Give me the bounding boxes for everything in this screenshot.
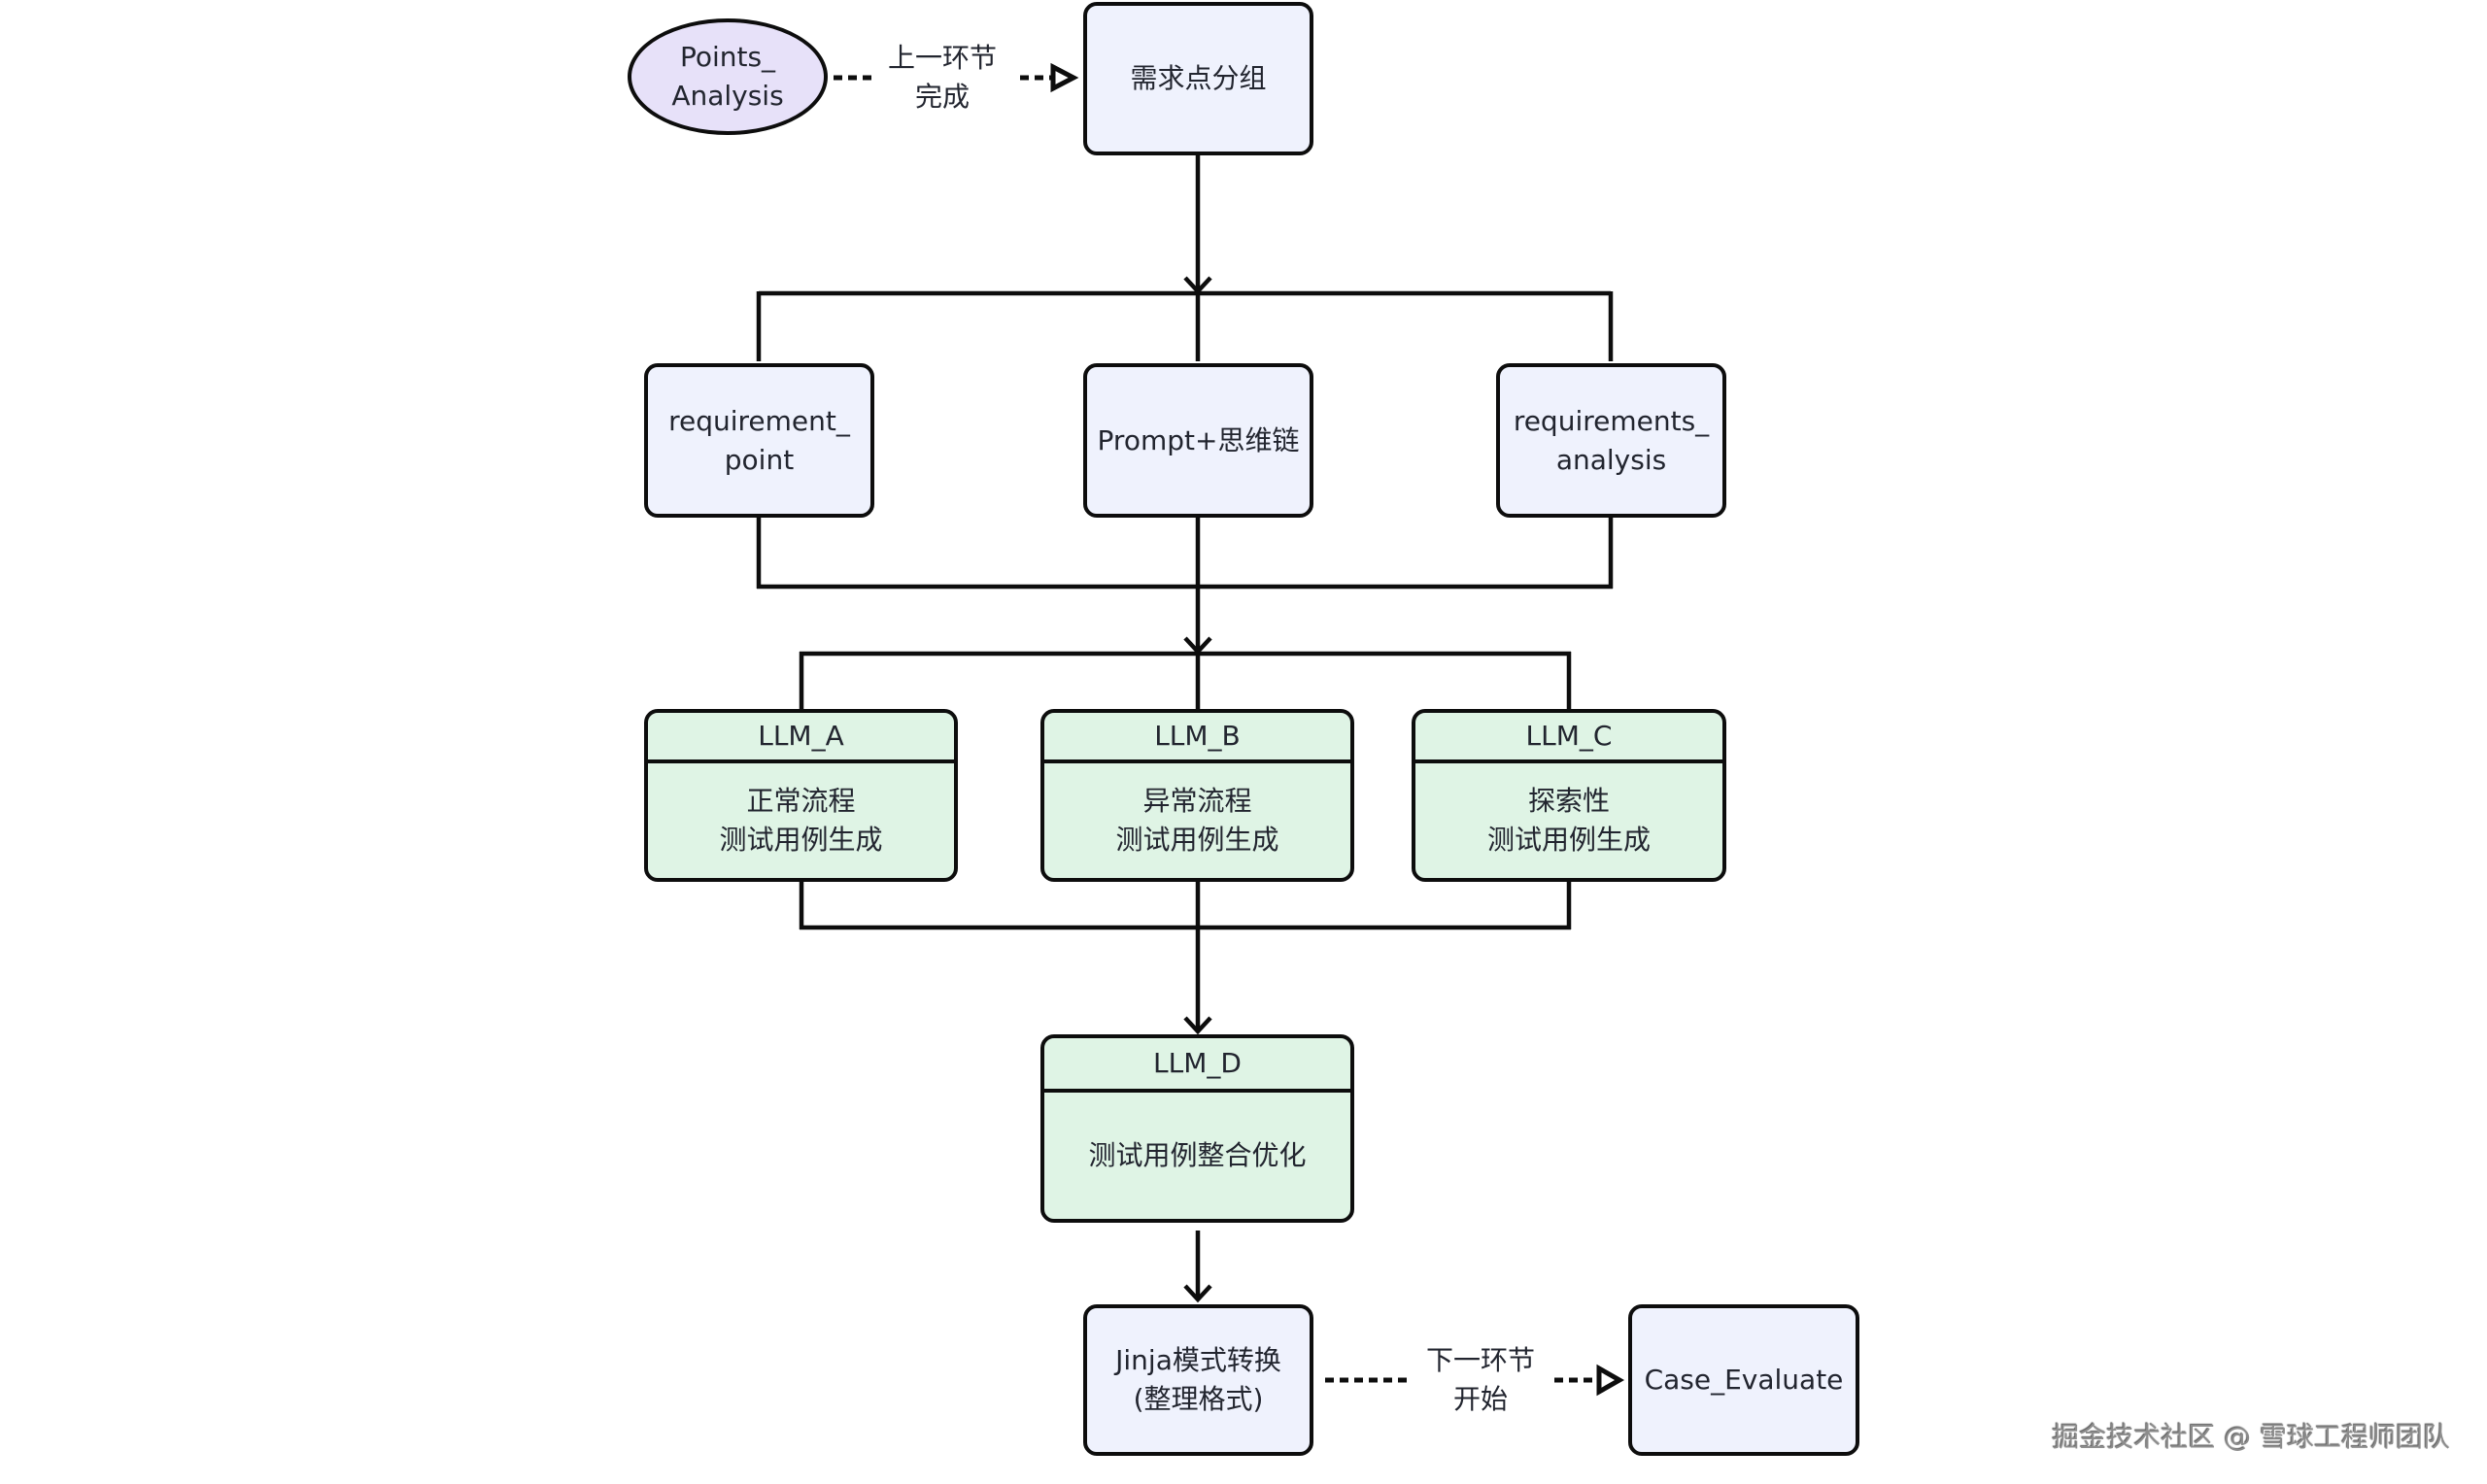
edge-label-next-stage: 下一环节 开始 [1425,1341,1536,1419]
node-label-line: point [724,443,795,476]
node-label-line: requirement_ [668,404,850,437]
node-label-line: 测试用例生成 [1486,824,1651,856]
edge-prev-stage-arrowhead [1050,62,1079,93]
node-llm-c[interactable]: LLM_C 探索性 测试用例生成 [1412,709,1726,882]
node-body: 异常流程 测试用例生成 [1044,763,1350,878]
node-header: LLM_C [1415,713,1722,763]
node-header: LLM_A [648,713,954,763]
edge-next-stage-arrowhead [1596,1364,1625,1397]
node-label-line: (整理格式) [1133,1383,1264,1415]
node-requirements-analysis[interactable]: requirements_ analysis [1496,363,1726,518]
node-prompt-cot[interactable]: Prompt+思维链 [1083,363,1313,518]
edge-label-line: 下一环节 [1425,1344,1536,1376]
edge-label-prev-stage: 上一环节 完成 [887,39,998,117]
edge-label-line: 开始 [1452,1383,1509,1415]
node-llm-b[interactable]: LLM_B 异常流程 测试用例生成 [1040,709,1354,882]
node-body: 测试用例整合优化 [1044,1093,1350,1219]
node-label-line: Prompt+思维链 [1097,423,1300,456]
node-points-analysis[interactable]: Points_ Analysis [628,18,828,135]
node-label-line: Jinja模式转换 [1115,1344,1281,1376]
node-label-line: 测试用例生成 [1115,824,1279,856]
node-label-line: Analysis [671,80,784,112]
node-jinja[interactable]: Jinja模式转换 (整理格式) [1083,1304,1313,1456]
edge-merge2-arrowhead [1183,1016,1212,1035]
node-grouping[interactable]: 需求点分组 [1083,2,1313,155]
edge-label-line: 上一环节 [887,42,998,74]
node-label-line: analysis [1555,443,1667,476]
node-label-line: 正常流程 [746,785,856,817]
node-llm-a[interactable]: LLM_A 正常流程 测试用例生成 [644,709,958,882]
node-body: 正常流程 测试用例生成 [648,763,954,878]
node-requirement-point[interactable]: requirement_ point [644,363,874,518]
node-label-line: requirements_ [1513,404,1710,437]
node-label-line: Case_Evaluate [1644,1364,1844,1396]
node-label-line: 异常流程 [1142,785,1252,817]
node-header: LLM_D [1044,1038,1350,1093]
node-label-line: 需求点分组 [1130,62,1267,94]
node-label-line: Points_ [679,41,776,73]
edge-llmd-arrowhead [1183,1284,1212,1303]
node-case-evaluate[interactable]: Case_Evaluate [1628,1304,1859,1456]
node-label-line: 测试用例生成 [719,824,883,856]
node-header: LLM_B [1044,713,1350,763]
node-label-line: 探索性 [1527,785,1610,817]
node-label-line: 测试用例整合优化 [1088,1139,1307,1171]
node-llm-d[interactable]: LLM_D 测试用例整合优化 [1040,1034,1354,1223]
edge-label-line: 完成 [914,81,971,113]
watermark: 掘金技术社区 @ 雪球工程师团队 [2052,1421,2450,1453]
node-body: 探索性 测试用例生成 [1415,763,1722,878]
